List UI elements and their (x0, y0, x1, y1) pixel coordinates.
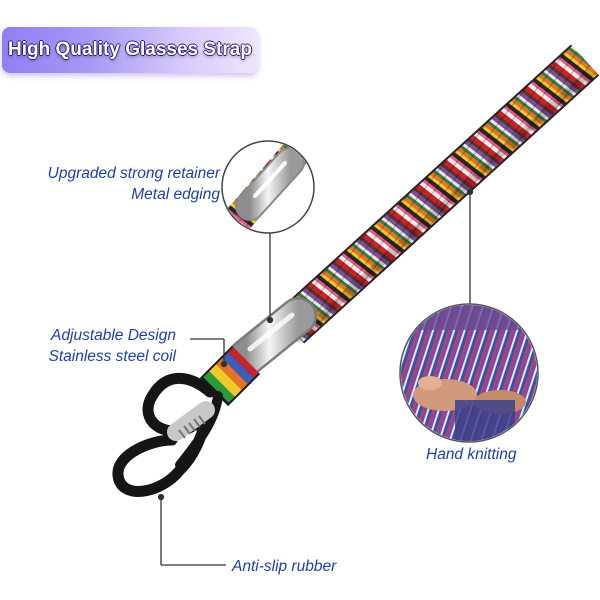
woven-cord (275, 44, 600, 344)
title-banner: High Quality Glasses Strap (2, 27, 258, 73)
rubber-callout: Anti-slip rubber (232, 558, 337, 575)
adjustable-callout-line2: Stainless steel coil (48, 348, 176, 365)
steel-coil-icon (167, 401, 215, 441)
metal-retainer-zoom-icon (221, 140, 315, 234)
adjustable-callout: Adjustable Design Stainless steel coil (48, 325, 176, 367)
cord-binding (199, 345, 261, 407)
adjustable-callout-line1: Adjustable Design (51, 327, 176, 344)
retainer-callout-line2: Metal edging (131, 186, 220, 203)
banner-background (2, 27, 258, 73)
hand-knitting-photo-icon (399, 303, 539, 443)
metal-sleeve (227, 297, 317, 377)
retainer-callout-line1: Upgraded strong retainer (47, 165, 220, 182)
leader-lines (157, 188, 474, 566)
knitting-callout: Hand knitting (426, 446, 517, 463)
retainer-callout: Upgraded strong retainer Metal edging (48, 163, 220, 205)
banner-title: High Quality Glasses Strap (8, 39, 252, 60)
